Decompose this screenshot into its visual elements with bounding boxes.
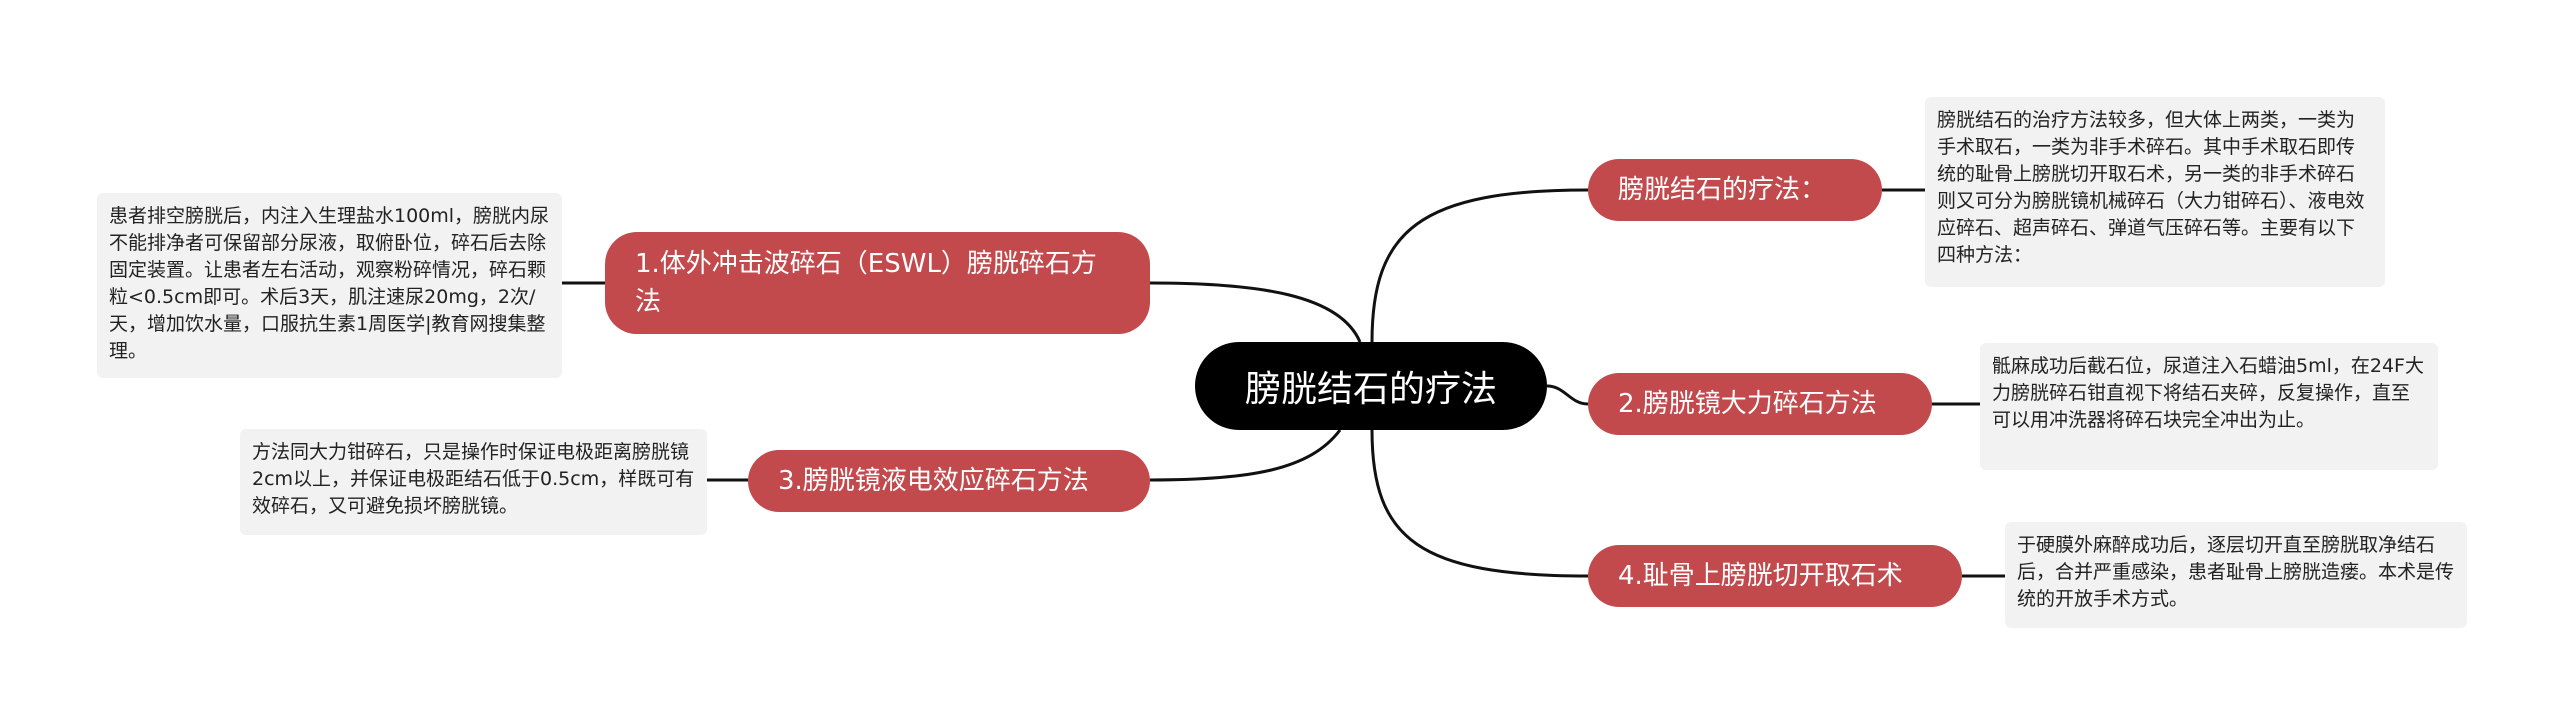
branch-suprapubic-cystolithotomy[interactable]: 4.耻骨上膀胱切开取石术 — [1588, 545, 1962, 607]
link-center-b2 — [1546, 384, 1589, 406]
branch-overview[interactable]: 膀胱结石的疗法： — [1588, 159, 1882, 221]
branch-electrohydraulic[interactable]: 3.膀胱镜液电效应碎石方法 — [748, 450, 1150, 512]
note-forceps-lithotripsy: 骶麻成功后截石位，尿道注入石蜡油5ml，在24F大力膀胱碎石钳直视下将结石夹碎，… — [1980, 343, 2438, 470]
note-suprapubic-cystolithotomy: 于硬膜外麻醉成功后，逐层切开直至膀胱取净结石后，合并严重感染，患者耻骨上膀胱造瘘… — [2005, 522, 2467, 628]
link-center-b0 — [1370, 188, 1589, 343]
link-center-b3 — [1149, 429, 1342, 482]
central-topic[interactable]: 膀胱结石的疗法 — [1195, 342, 1547, 430]
branch-eswl[interactable]: 1.体外冲击波碎石（ESWL）膀胱碎石方法 — [605, 232, 1150, 334]
branch-forceps-lithotripsy[interactable]: 2.膀胱镜大力碎石方法 — [1588, 373, 1932, 435]
note-eswl: 患者排空膀胱后，内注入生理盐水100ml，膀胱内尿不能排净者可保留部分尿液，取俯… — [97, 193, 562, 378]
note-overview: 膀胱结石的治疗方法较多，但大体上两类，一类为手术取石，一类为非手术碎石。其中手术… — [1925, 97, 2385, 287]
note-electrohydraulic: 方法同大力钳碎石，只是操作时保证电极距离膀胱镜2cm以上，并保证电极距结石低于0… — [240, 429, 707, 535]
link-center-b4 — [1370, 429, 1589, 578]
link-center-b1 — [1149, 281, 1362, 343]
